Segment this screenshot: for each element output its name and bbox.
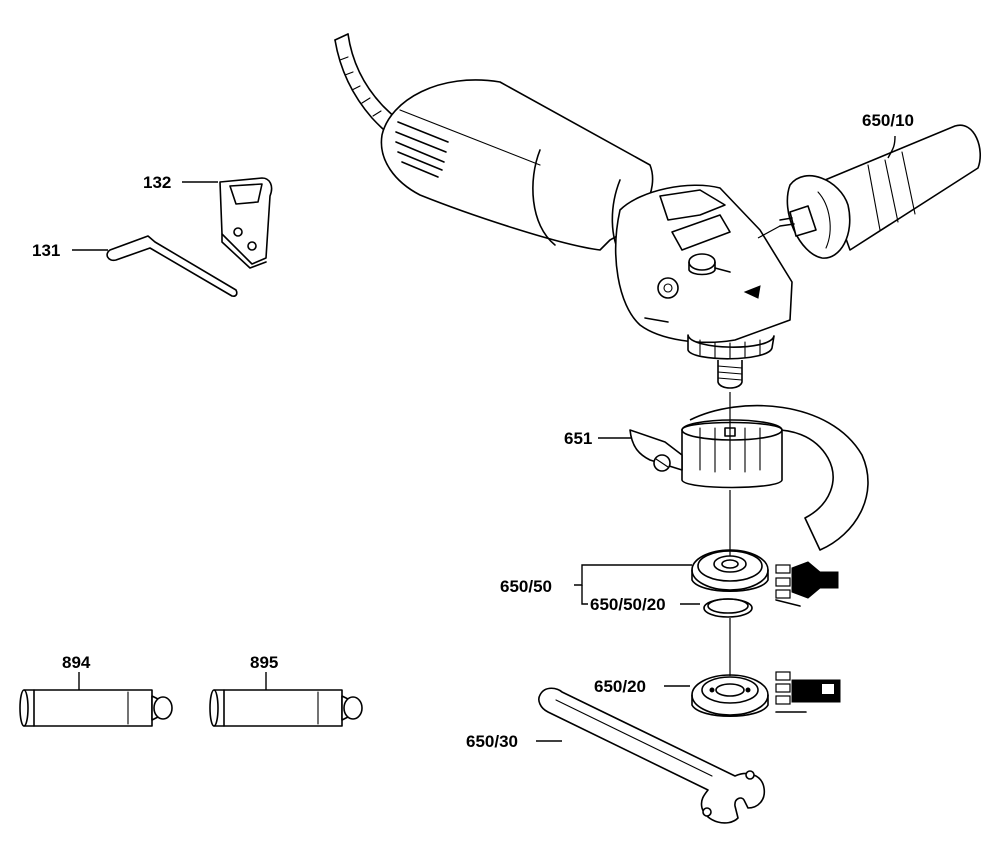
label-894: 894 [62,653,91,672]
hex-key [106,235,238,297]
o-ring [703,598,753,618]
label-132: 132 [143,173,171,192]
label-650-50-20: 650/50/20 [590,595,666,614]
locking-nut [691,674,769,718]
label-650-30: 650/30 [466,732,518,751]
nut-section-icon [775,671,841,713]
angle-grinder-body [380,79,793,389]
grease-tube-894 [19,689,173,727]
vent-slots [395,121,449,178]
label-131: 131 [32,241,60,260]
spanner-wrench [538,687,766,824]
bracket-clip [219,177,273,269]
leader-lines [72,135,896,742]
backing-flange [691,549,769,593]
label-895: 895 [250,653,278,672]
label-650-50: 650/50 [500,577,552,596]
label-651: 651 [564,429,592,448]
label-650-20: 650/20 [594,677,646,696]
wheel-guard [629,404,869,551]
flange-section-icon [775,561,839,607]
grease-tube-895 [209,689,363,727]
label-650-10: 650/10 [862,111,914,130]
assembly-axis [729,225,781,676]
side-handle [779,124,982,259]
